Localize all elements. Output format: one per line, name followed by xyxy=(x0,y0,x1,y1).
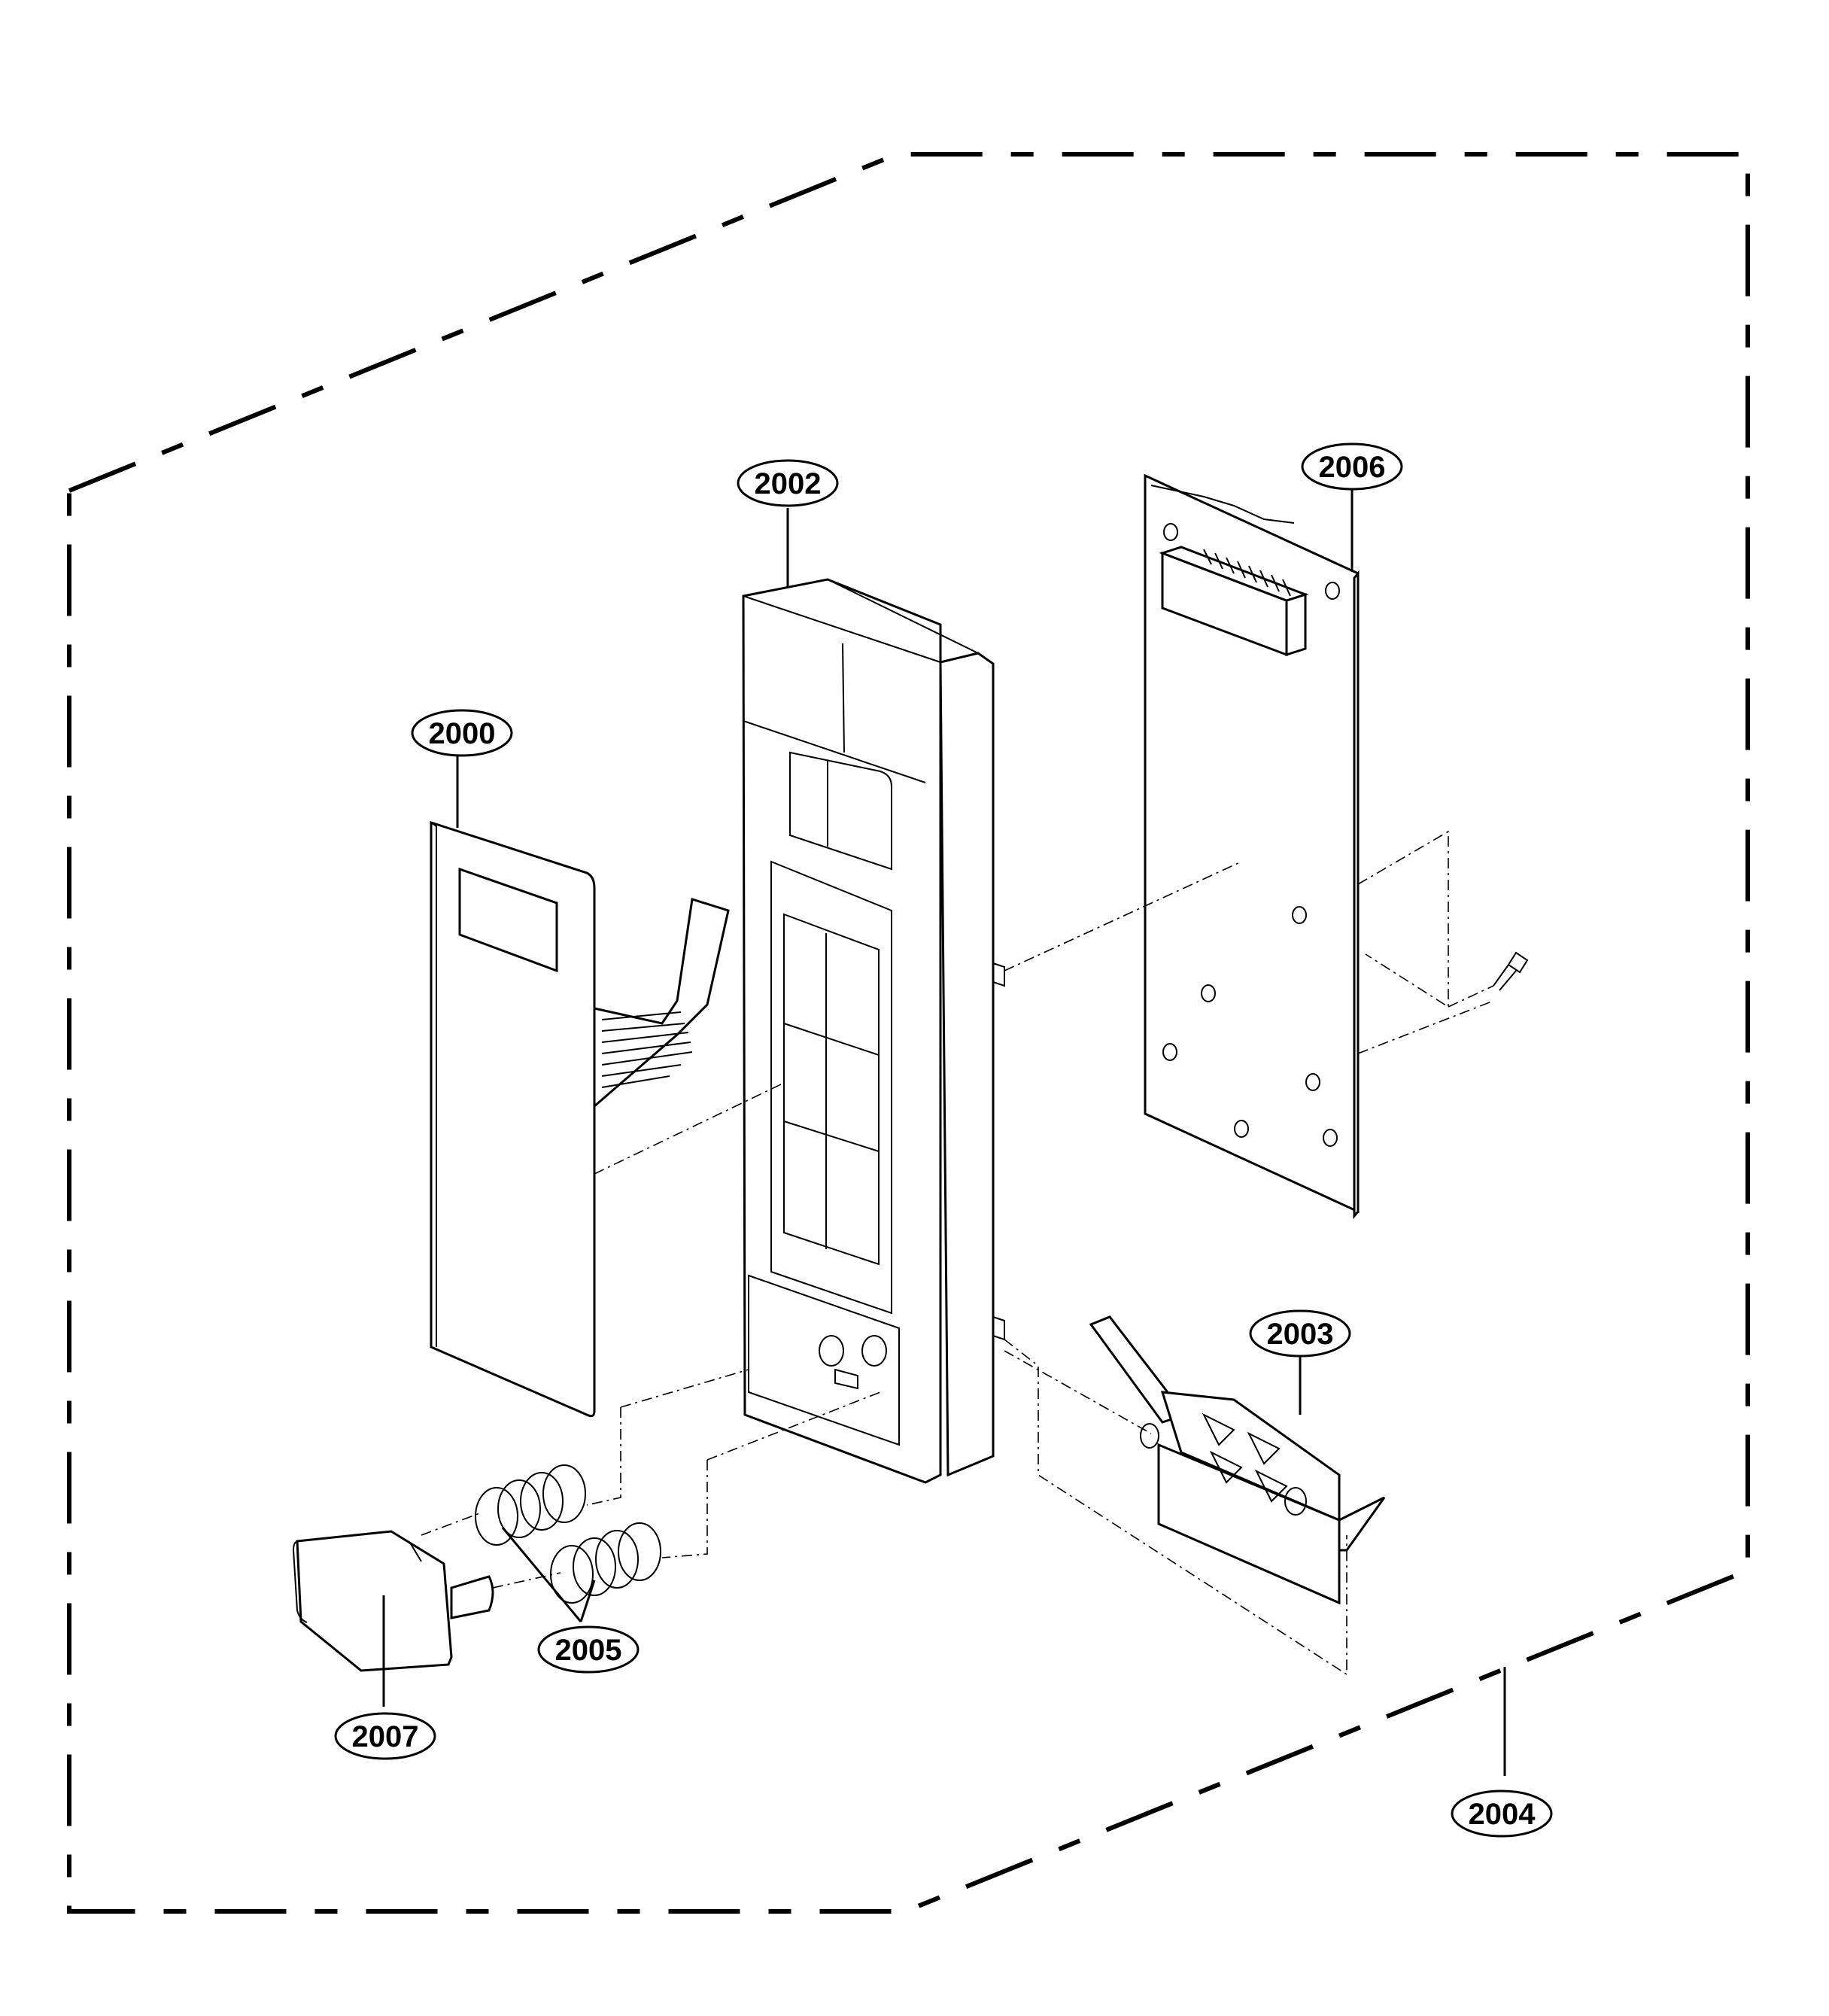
alignment-lines xyxy=(421,830,1494,1676)
membrane-keypad xyxy=(430,820,730,1418)
label-2004: 2004 xyxy=(1469,1798,1536,1831)
label-2005: 2005 xyxy=(555,1634,622,1667)
label-leaders xyxy=(382,485,1506,1776)
callout-2005: 2005 xyxy=(537,1625,640,1674)
label-2003: 2003 xyxy=(1267,1318,1334,1351)
pcb-board xyxy=(1144,473,1360,1220)
latch-lever xyxy=(1089,1315,1386,1605)
push-button xyxy=(292,1530,494,1672)
screw xyxy=(1493,951,1529,991)
label-2002: 2002 xyxy=(755,467,822,500)
callout-2003: 2003 xyxy=(1249,1309,1351,1358)
callout-2004: 2004 xyxy=(1451,1789,1553,1838)
control-frame xyxy=(742,578,1005,1484)
assembly-boundary xyxy=(67,152,1750,1914)
callout-2002: 2002 xyxy=(737,459,839,507)
label-2000: 2000 xyxy=(429,717,496,750)
callout-2000: 2000 xyxy=(411,709,513,757)
callout-2006: 2006 xyxy=(1301,442,1403,491)
springs xyxy=(475,1464,661,1604)
callout-2007: 2007 xyxy=(334,1712,436,1760)
label-2006: 2006 xyxy=(1319,451,1386,484)
label-2007: 2007 xyxy=(352,1720,419,1753)
